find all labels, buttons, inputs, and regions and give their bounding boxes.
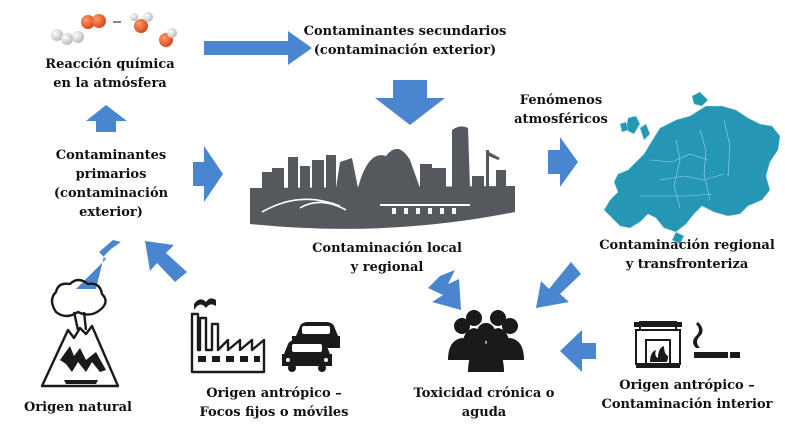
- arrow-secondary-to-city: [375, 80, 445, 125]
- arrow-regional-to-toxicity: [536, 262, 581, 308]
- arrow-primary-to-reaction: [86, 105, 127, 132]
- label-regional-pollution: Contaminación regional y transfronteriza: [599, 238, 775, 272]
- arrow-natural-to-primary: [76, 240, 121, 289]
- label-chemical-reaction: Reacción química en la atmósfera: [45, 57, 175, 91]
- label-atmospheric-phenomena: Fenómenos atmosféricos: [514, 93, 608, 127]
- arrow-reaction-to-secondary: [204, 31, 312, 65]
- label-anthropic-indoor: Origen antrópico – Contaminación interio…: [601, 378, 773, 412]
- label-primary-pollutants: Contaminantes primarios (contaminación e…: [53, 148, 169, 220]
- arrow-anthropic-to-primary: [145, 241, 187, 282]
- label-natural-origin: Origen natural: [24, 400, 132, 415]
- label-toxicity: Toxicidad crónica o aguda: [413, 386, 555, 420]
- arrow-indoor-to-toxicity: [560, 330, 596, 372]
- label-local-pollution: Contaminación local y regional: [312, 241, 462, 275]
- label-anthropic-outdoor: Origen antrópico – Focos fijos o móviles: [199, 386, 349, 420]
- arrow-primary-to-city: [193, 146, 223, 202]
- arrow-phenomena-to-europe: [548, 137, 578, 187]
- label-secondary-pollutants: Contaminantes secundarios (contaminación…: [303, 24, 507, 58]
- arrow-local-to-toxicity: [428, 270, 461, 310]
